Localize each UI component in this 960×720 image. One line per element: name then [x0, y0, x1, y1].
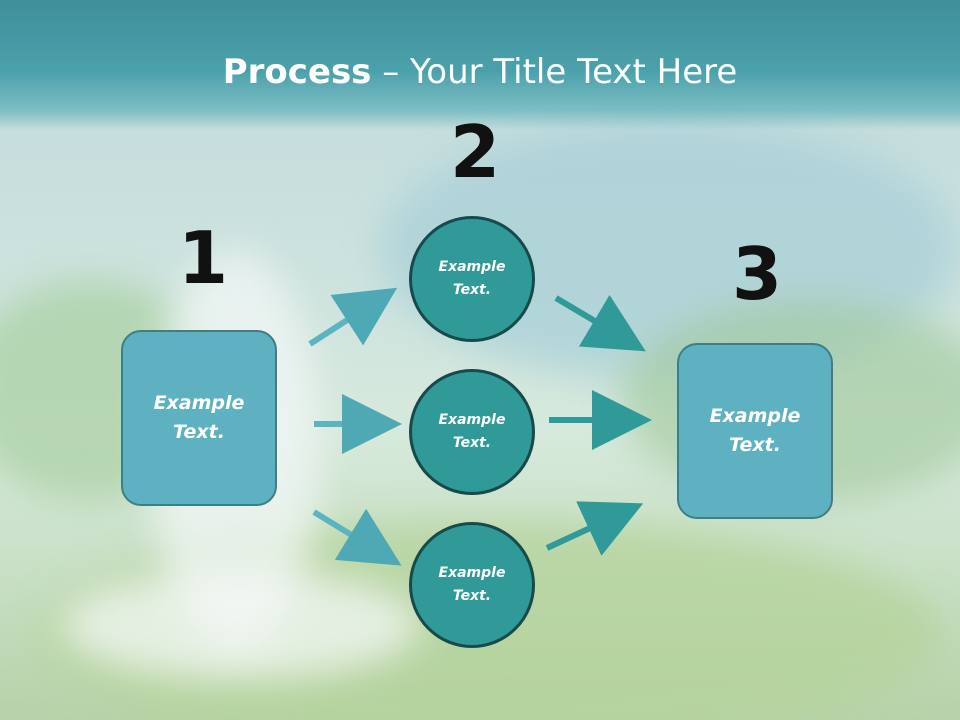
circle-middle-label: Example Text. — [438, 412, 506, 451]
title-rest: – Your Title Text Here — [371, 52, 738, 92]
step-2-circle-bottom[interactable]: Example Text. — [409, 522, 535, 648]
arrow-from-circle-bottom — [545, 501, 644, 556]
step-1-box[interactable]: Example Text. — [121, 330, 277, 506]
step-2-circle-top[interactable]: Example Text. — [409, 216, 535, 342]
arrow-to-circle-bottom — [312, 508, 402, 566]
title-bar — [0, 0, 960, 130]
arrow-from-circle-top — [554, 294, 646, 352]
step-1-label: Example Text. — [153, 392, 245, 443]
step-3-label: Example Text. — [709, 405, 801, 456]
circle-top-label: Example Text. — [438, 259, 506, 298]
person-legs — [60, 570, 420, 680]
step-number-2: 2 — [450, 110, 501, 194]
circle-bottom-label: Example Text. — [438, 565, 506, 604]
step-number-1: 1 — [178, 216, 229, 300]
step-number-3: 3 — [732, 232, 783, 316]
arrow-to-circle-top — [308, 287, 398, 347]
step-3-box[interactable]: Example Text. — [677, 343, 833, 519]
step-2-circle-middle[interactable]: Example Text. — [409, 369, 535, 495]
title-bold: Process — [222, 52, 372, 92]
slide-title: Process – Your Title Text Here — [0, 52, 960, 92]
